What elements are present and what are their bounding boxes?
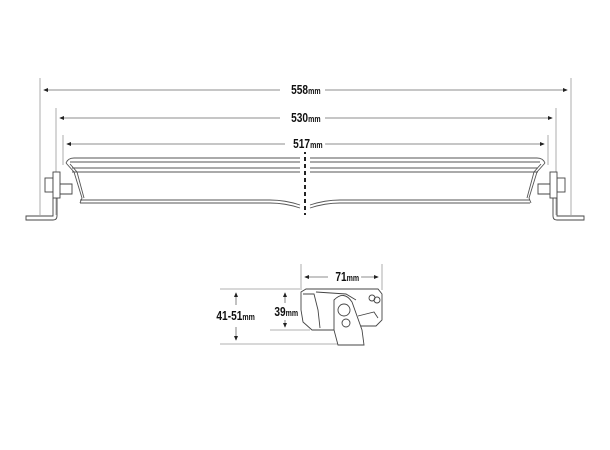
left-mount-bracket: [25, 171, 73, 221]
dim-mount-height-label: 41-51mm: [214, 309, 258, 324]
light-bar-front: [65, 157, 546, 209]
right-mount-bracket: [537, 171, 585, 221]
dim-body-label: 517mm: [290, 137, 325, 152]
dim-bracket-label: 530mm: [288, 111, 323, 126]
front-extension-lines: [39, 78, 572, 215]
light-bar-side-profile: [300, 288, 383, 346]
side-extension-lines: [220, 264, 383, 345]
dim-body-height-label: 39mm: [272, 305, 301, 320]
dim-depth-label: 71mm: [333, 270, 362, 285]
dim-overall-label: 558mm: [288, 83, 323, 98]
front-dimension-lines: [43, 88, 568, 146]
